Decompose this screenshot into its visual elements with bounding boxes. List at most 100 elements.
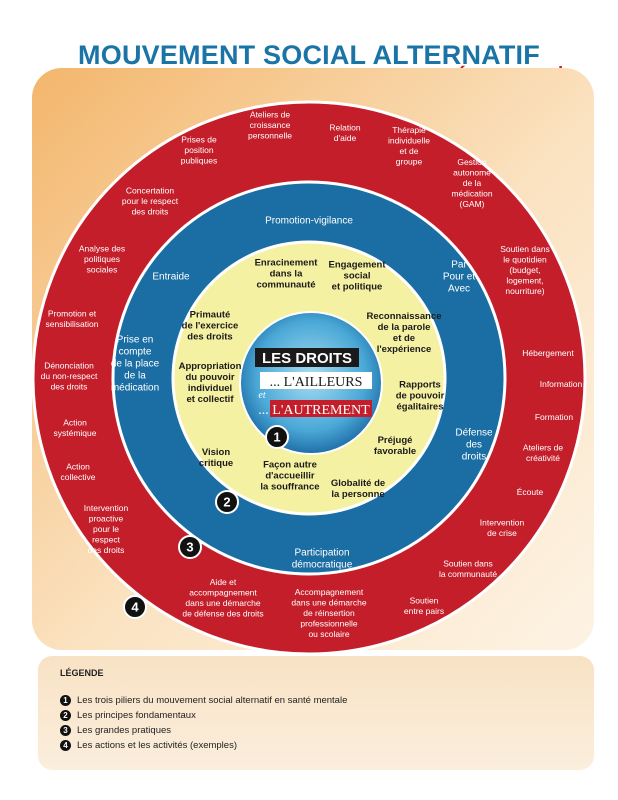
principle-p7-line: Vision — [202, 447, 231, 458]
action-a3-line: Prises de — [181, 134, 217, 144]
action-a22-line: dans une démarche — [291, 597, 366, 607]
legend-number-badge: 2 — [60, 710, 71, 721]
action-a15-line: Action — [66, 462, 90, 472]
action-a8-line: Soutien dans — [500, 244, 550, 254]
action-a22-line: professionnelle — [300, 618, 357, 628]
action-a6-line: (GAM) — [459, 199, 484, 209]
principle-p1-line: dans la — [270, 268, 303, 279]
action-a8-line: le quotidien — [503, 254, 547, 264]
practice-b3-line: Pour et — [443, 272, 475, 283]
legend-number-badge: 3 — [60, 725, 71, 736]
legend-panel — [38, 656, 594, 770]
legend-item: 4 Les actions et les activités (exemples) — [60, 740, 237, 751]
legend-number-badge: 1 — [60, 695, 71, 706]
action-a23-line: Soutien — [410, 596, 439, 606]
principle-p4-line: l'expérience — [377, 344, 432, 355]
marker-3-badge — [178, 535, 202, 559]
action-a7-line: Analyse des — [79, 243, 125, 253]
marker-1-badge — [265, 425, 289, 449]
action-a13-line: Action — [63, 418, 87, 428]
center-text-2: ... L'AILLEURS — [270, 375, 363, 390]
practice-b4-line: de la — [124, 371, 146, 382]
action-a7-line: politiques — [84, 254, 120, 264]
action-a20-line: la communauté — [439, 569, 497, 579]
marker-4-badge — [123, 595, 147, 619]
action-a4-line: Thérapie — [392, 125, 426, 135]
practice-b5-line: Défense — [455, 428, 493, 439]
principle-p5-line: individuel — [188, 383, 232, 394]
action-a11-line: Dénonciation — [44, 360, 94, 370]
legend-item-text: Les grandes pratiques — [77, 725, 172, 736]
action-a18-line: respect — [92, 534, 121, 544]
principle-p9-line: Façon autre — [263, 459, 317, 470]
action-a1-line: croissance — [250, 120, 291, 130]
principle-p1-line: communauté — [256, 279, 315, 290]
marker-4-label: 4 — [131, 600, 139, 615]
practice-b4-line: médication — [111, 383, 159, 394]
principle-p10-line: Globalité de — [331, 478, 385, 489]
legend-item-text: Les actions et les activités (exemples) — [77, 740, 237, 751]
action-a6-line: autonome — [453, 167, 491, 177]
action-a5-line: des droits — [132, 206, 169, 216]
principle-p4-line: et de — [393, 333, 415, 344]
action-a21-line: accompagnement — [189, 588, 257, 598]
action-a9-line: sensibilisation — [46, 319, 99, 329]
practice-b2-line: Entraide — [152, 272, 190, 283]
principle-p8-line: favorable — [374, 446, 416, 457]
principle-p4-line: de la parole — [378, 322, 431, 333]
action-a19-line: Intervention — [480, 518, 525, 528]
action-a18-line: pour le — [93, 524, 119, 534]
action-a22-line: de réinsertion — [303, 608, 355, 618]
action-a10-line: Hébergement — [522, 348, 574, 358]
practice-b6-line: Participation — [294, 548, 349, 559]
action-a18-line: proactive — [89, 513, 124, 523]
action-a1-line: personnelle — [248, 130, 292, 140]
practice-b6-line: démocratique — [292, 560, 353, 571]
action-a21-line: dans une démarche — [185, 598, 260, 608]
action-a8-line: nourriture) — [505, 286, 544, 296]
action-a16-line: Ateliers de — [523, 443, 563, 453]
principle-p10-line: la personne — [331, 489, 384, 500]
action-a4-line: et de — [400, 146, 419, 156]
action-a21-line: Aide et — [210, 577, 237, 587]
action-a16-line: créativité — [526, 453, 560, 463]
action-a4-line: individuelle — [388, 136, 430, 146]
action-a17-line: Écoute — [517, 487, 544, 497]
marker-1-label: 1 — [273, 430, 280, 445]
practice-b1-line: Promotion-vigilance — [265, 216, 353, 227]
principle-p6-line: Rapports — [399, 379, 441, 390]
principle-p2-line: social — [344, 270, 371, 281]
marker-2-badge — [215, 490, 239, 514]
principle-p2-line: Engagement — [328, 259, 386, 270]
action-a9-line: Promotion et — [48, 309, 97, 319]
principle-p6-line: égalitaires — [397, 401, 444, 412]
action-a21-line: de défense des droits — [182, 609, 263, 619]
action-a4-line: groupe — [396, 157, 423, 167]
principle-p5-line: et collectif — [187, 394, 235, 405]
principle-p5-line: du pouvoir — [185, 372, 234, 383]
legend-item-text: Les trois piliers du mouvement social al… — [77, 695, 348, 706]
action-a6-line: de la — [463, 178, 482, 188]
action-a1-line: Ateliers de — [250, 109, 290, 119]
principle-p2-line: et politique — [332, 281, 383, 292]
principle-p9-line: d'accueillir — [265, 470, 315, 481]
marker-3-label: 3 — [186, 540, 193, 555]
center-text-1: LES DROITS — [262, 350, 352, 367]
action-a6-line: Gestion — [457, 157, 487, 167]
principle-p3-line: Primauté — [190, 309, 231, 320]
legend-number-badge: 4 — [60, 740, 71, 751]
legend-title: LÉGENDE — [60, 668, 104, 678]
action-a22-line: Accompagnement — [295, 587, 364, 597]
action-a6-line: médication — [451, 188, 492, 198]
marker-2-label: 2 — [223, 495, 230, 510]
action-a8-line: (budget, — [509, 265, 540, 275]
practice-b5-line: droits — [462, 452, 486, 463]
action-a11-line: des droits — [51, 381, 88, 391]
action-a22-line: ou scolaire — [308, 629, 349, 639]
action-a23-line: entre pairs — [404, 606, 444, 616]
center-banner-2 — [260, 372, 372, 389]
action-a15-line: collective — [61, 472, 96, 482]
practice-b4-line: compte — [119, 347, 152, 358]
